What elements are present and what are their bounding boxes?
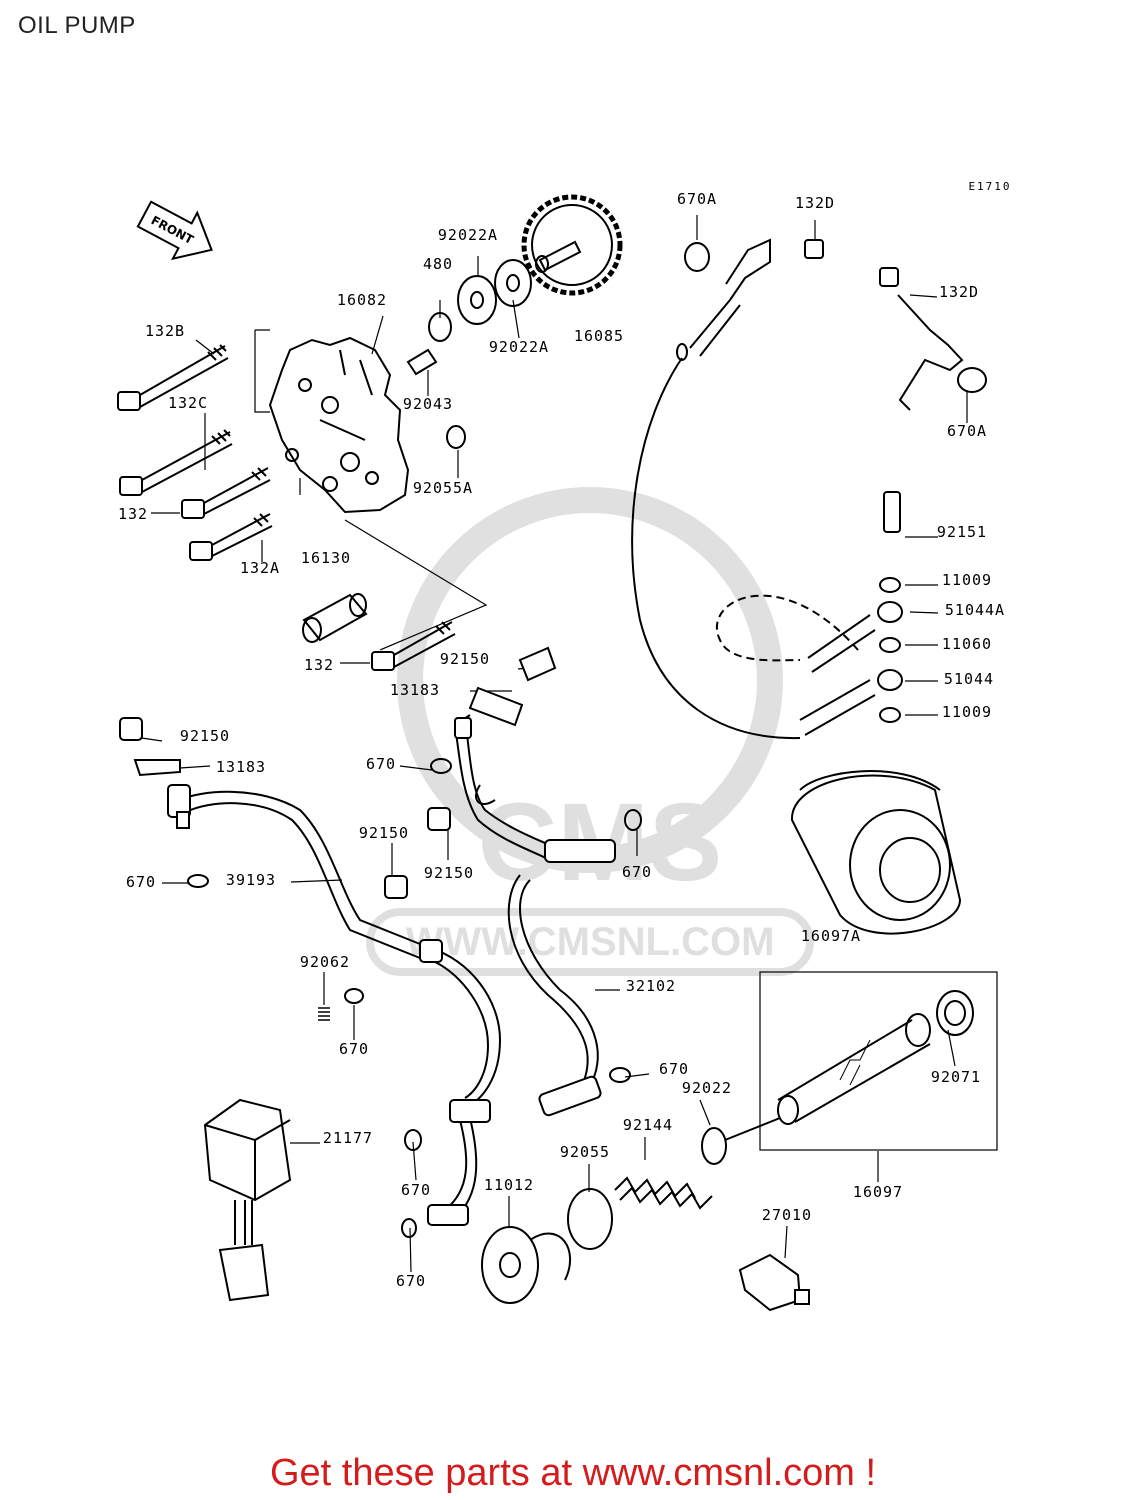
footer-cta[interactable]: Get these parts at www.cmsnl.com ! xyxy=(269,1452,877,1494)
part-label-51044a: 51044A xyxy=(945,601,1005,619)
strainer-16097 xyxy=(701,971,998,1165)
washer-92022a-1 xyxy=(457,275,497,325)
pipe-32102 xyxy=(384,646,642,1117)
watermark-url: WWW.CMSNL.COM xyxy=(406,920,775,964)
part-label-132d: 132D xyxy=(795,194,835,212)
part-label-92022: 92022 xyxy=(682,1079,732,1097)
bolt-132b xyxy=(117,344,229,411)
part-label-92022a: 92022A xyxy=(438,226,498,244)
part-label-92055a: 92055A xyxy=(413,479,473,497)
pipe-39193 xyxy=(119,717,431,961)
bolt-132c xyxy=(119,429,233,496)
part-label-92150: 92150 xyxy=(359,824,409,842)
bolt-132 xyxy=(181,467,271,519)
part-label-670: 670 xyxy=(622,863,652,881)
part-label-132: 132 xyxy=(118,505,148,523)
part-label-32102: 32102 xyxy=(626,977,676,995)
bolt-132-lower xyxy=(371,621,456,671)
spring-92144 xyxy=(614,1176,713,1210)
part-label-132b: 132B xyxy=(145,322,185,340)
part-label-92022a: 92022A xyxy=(489,338,549,356)
part-label-92043: 92043 xyxy=(403,395,453,413)
sleeve-16130 xyxy=(302,593,368,643)
part-label-92062: 92062 xyxy=(300,953,350,971)
oil-pressure-switch-27010 xyxy=(738,1253,810,1312)
part-label-670: 670 xyxy=(396,1272,426,1290)
switch-21177 xyxy=(203,1098,292,1302)
part-label-16082: 16082 xyxy=(337,291,387,309)
part-label-11009: 11009 xyxy=(942,571,992,589)
part-label-92055: 92055 xyxy=(560,1143,610,1161)
part-label-480: 480 xyxy=(423,255,453,273)
part-label-13183: 13183 xyxy=(216,758,266,776)
part-label-92151: 92151 xyxy=(937,523,987,541)
part-label-16097a: 16097A xyxy=(801,927,861,945)
oring-92055a xyxy=(446,425,466,449)
part-label-51044: 51044 xyxy=(944,670,994,688)
part-label-132a: 132A xyxy=(240,559,280,577)
part-label-670a: 670A xyxy=(947,422,987,440)
part-label-670: 670 xyxy=(401,1181,431,1199)
diagram-code: E1710 xyxy=(968,180,1011,193)
part-label-670: 670 xyxy=(659,1060,689,1078)
part-label-16085: 16085 xyxy=(574,327,624,345)
part-label-16097: 16097 xyxy=(853,1183,903,1201)
gear-16085 xyxy=(521,194,623,296)
cap-11012 xyxy=(481,1226,571,1304)
part-label-92071: 92071 xyxy=(931,1068,981,1086)
washer-92022a-2 xyxy=(494,259,532,307)
part-label-670a: 670A xyxy=(677,190,717,208)
oil-filter-16097a xyxy=(790,770,962,935)
part-label-21177: 21177 xyxy=(323,1129,373,1147)
front-arrow: FRONT xyxy=(136,200,213,261)
part-label-132d: 132D xyxy=(939,283,979,301)
part-label-92150: 92150 xyxy=(440,650,490,668)
part-label-27010: 27010 xyxy=(762,1206,812,1224)
part-label-92150: 92150 xyxy=(180,727,230,745)
oring-92055 xyxy=(567,1188,613,1250)
pipe-lower xyxy=(318,939,502,1238)
part-label-132: 132 xyxy=(304,656,334,674)
oil-pipe-upper xyxy=(631,238,987,740)
watermark: CMS WWW.CMSNL.COM xyxy=(366,487,814,976)
part-label-13183: 13183 xyxy=(390,681,440,699)
part-label-11060: 11060 xyxy=(942,635,992,653)
part-label-670: 670 xyxy=(126,873,156,891)
oil-pipe-right xyxy=(715,491,903,736)
bolt-132a xyxy=(189,513,273,561)
part-label-16130: 16130 xyxy=(301,549,351,567)
part-label-39193: 39193 xyxy=(226,871,276,889)
part-label-670: 670 xyxy=(366,755,396,773)
part-label-92144: 92144 xyxy=(623,1116,673,1134)
page-title: OIL PUMP xyxy=(18,12,136,39)
part-label-11012: 11012 xyxy=(484,1176,534,1194)
pin-92043 xyxy=(406,348,438,376)
part-label-132c: 132C xyxy=(168,394,208,412)
oil-pump-body xyxy=(268,336,410,514)
part-labels: 670A 132D 132D 670A 92022A 480 16082 132B 92022A… xyxy=(118,190,1005,1290)
part-label-670: 670 xyxy=(339,1040,369,1058)
part-label-11009: 11009 xyxy=(942,703,992,721)
part-label-92150: 92150 xyxy=(424,864,474,882)
